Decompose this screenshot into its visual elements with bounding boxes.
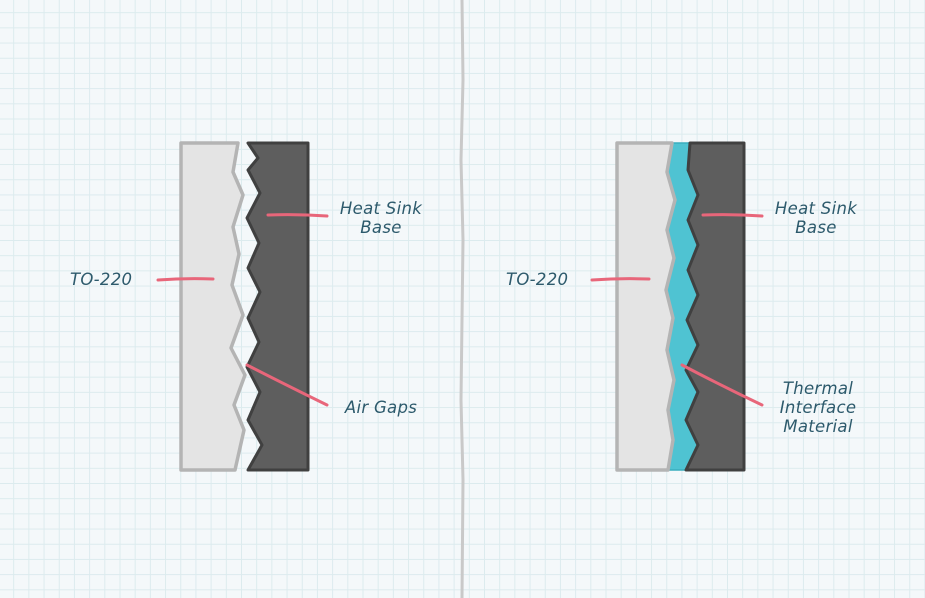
label-line: Base (360, 218, 402, 237)
label-line: Base (795, 218, 837, 237)
right-to220-label: TO-220 (506, 270, 568, 289)
label-line: Interface (779, 398, 857, 417)
left-to220-label: TO-220 (70, 270, 132, 289)
left-heatsink-leader (266, 213, 329, 218)
right-tim-label: Thermal Interface Material (770, 379, 866, 436)
right-panel-drawing (590, 141, 764, 472)
left-to220-leader (156, 277, 215, 282)
panel-divider (459, 0, 465, 598)
right-to220-block (615, 141, 677, 472)
right-heatsink-label: Heat Sink Base (768, 199, 864, 237)
left-airgaps-label: Air Gaps (336, 398, 426, 417)
label-line: Air Gaps (344, 398, 418, 417)
label-line: Heat Sink (339, 199, 423, 218)
left-heatsink-block (245, 141, 310, 472)
left-panel-drawing (156, 141, 329, 472)
label-line: Heat Sink (774, 199, 858, 218)
label-line: Material (783, 417, 853, 436)
left-heatsink-label: Heat Sink Base (333, 199, 429, 237)
left-to220-block (179, 141, 247, 472)
label-line: Thermal (782, 379, 854, 398)
left-airgap-leader (245, 363, 329, 407)
label-line: TO-220 (506, 270, 569, 289)
right-to220-leader (590, 277, 651, 282)
right-heatsink-leader (701, 213, 764, 218)
right-tim-leader (680, 363, 764, 407)
label-line: TO-220 (70, 270, 133, 289)
